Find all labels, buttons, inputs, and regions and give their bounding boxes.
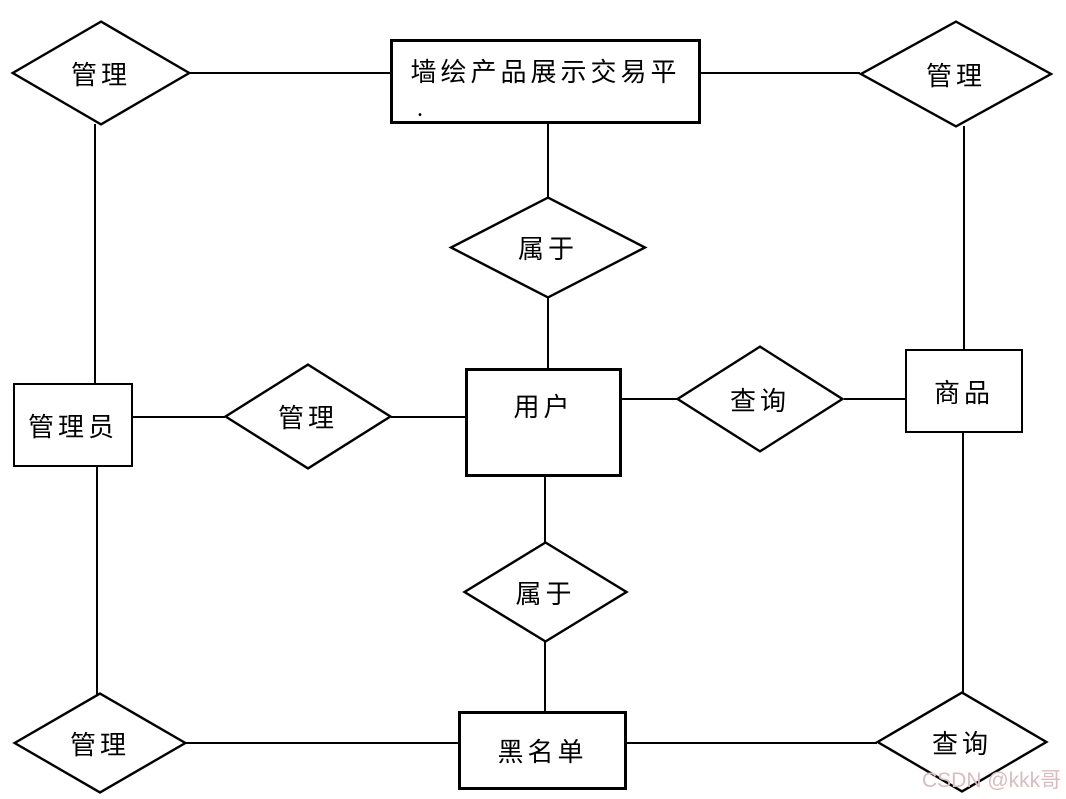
connector-product-to-query-bottom-right bbox=[962, 432, 964, 694]
connector-manage-top-right-to-product bbox=[963, 126, 965, 350]
connector-user-to-query-right bbox=[621, 398, 677, 400]
relation-manage-top-right-label: 管理 bbox=[925, 61, 986, 91]
connector-manage-left-to-user bbox=[391, 416, 466, 418]
connector-belongs-upper-to-user bbox=[547, 297, 549, 369]
connector-blacklist-to-query-bottom-right bbox=[625, 742, 877, 744]
connector-user-to-belongs-lower bbox=[544, 476, 546, 544]
relation-manage-bottom-left-label: 管理 bbox=[69, 730, 130, 760]
relation-query-bottom-right-label: 查询 bbox=[931, 729, 992, 759]
relation-query-right-label: 查询 bbox=[729, 386, 790, 416]
diamond-shape bbox=[448, 196, 648, 299]
relation-query-bottom-right: 查询 bbox=[875, 691, 1049, 793]
entity-blacklist-label: 黑名单 bbox=[497, 738, 588, 767]
entity-product-label: 商品 bbox=[933, 378, 994, 408]
entity-admin: 管理员 bbox=[13, 383, 133, 467]
relation-manage-top-right: 管理 bbox=[858, 20, 1054, 128]
entity-user: 用户 bbox=[465, 368, 622, 477]
connector-admin-to-manage-bottom-left bbox=[96, 466, 98, 695]
relation-manage-left: 管理 bbox=[223, 363, 393, 470]
relation-manage-top-left-label: 管理 bbox=[70, 60, 131, 90]
relation-query-right: 查询 bbox=[675, 345, 845, 453]
diamond-shape bbox=[10, 20, 192, 126]
entity-platform: 墙绘产品展示交易平 . bbox=[390, 39, 701, 124]
diamond-shape bbox=[875, 691, 1049, 793]
relation-manage-bottom-left: 管理 bbox=[12, 692, 188, 794]
connector-query-right-to-product bbox=[844, 398, 906, 400]
diamond-shape bbox=[12, 692, 188, 794]
entity-user-label: 用户 bbox=[513, 393, 574, 422]
connector-platform-to-manage-top-right bbox=[701, 72, 860, 74]
diamond-shape bbox=[858, 20, 1054, 128]
relation-belongs-upper-label: 属于 bbox=[517, 235, 578, 264]
connector-manage-top-left-to-platform bbox=[188, 72, 390, 74]
entity-product: 商品 bbox=[905, 349, 1023, 433]
diamond-shape bbox=[675, 345, 845, 453]
relation-belongs-lower-label: 属于 bbox=[515, 579, 576, 609]
connector-belongs-lower-to-blacklist bbox=[544, 640, 546, 712]
entity-blacklist: 黑名单 bbox=[458, 711, 627, 790]
csdn-watermark: CSDN @kkk哥 bbox=[922, 769, 1062, 792]
entity-admin-label: 管理员 bbox=[27, 412, 118, 442]
connector-admin-to-manage-left bbox=[133, 416, 225, 418]
connector-manage-bottom-left-to-blacklist bbox=[186, 742, 460, 744]
connector-platform-to-belongs-upper bbox=[547, 123, 549, 198]
relation-manage-top-left: 管理 bbox=[10, 20, 192, 126]
diamond-shape bbox=[223, 363, 393, 470]
entity-platform-note: . bbox=[417, 96, 423, 122]
relation-belongs-lower: 属于 bbox=[462, 541, 629, 643]
relation-manage-left-label: 管理 bbox=[277, 404, 338, 433]
relation-belongs-upper: 属于 bbox=[448, 196, 648, 299]
connector-manage-top-left-to-admin bbox=[94, 124, 96, 384]
entity-platform-label: 墙绘产品展示交易平 bbox=[410, 58, 681, 87]
diamond-shape bbox=[462, 541, 629, 643]
